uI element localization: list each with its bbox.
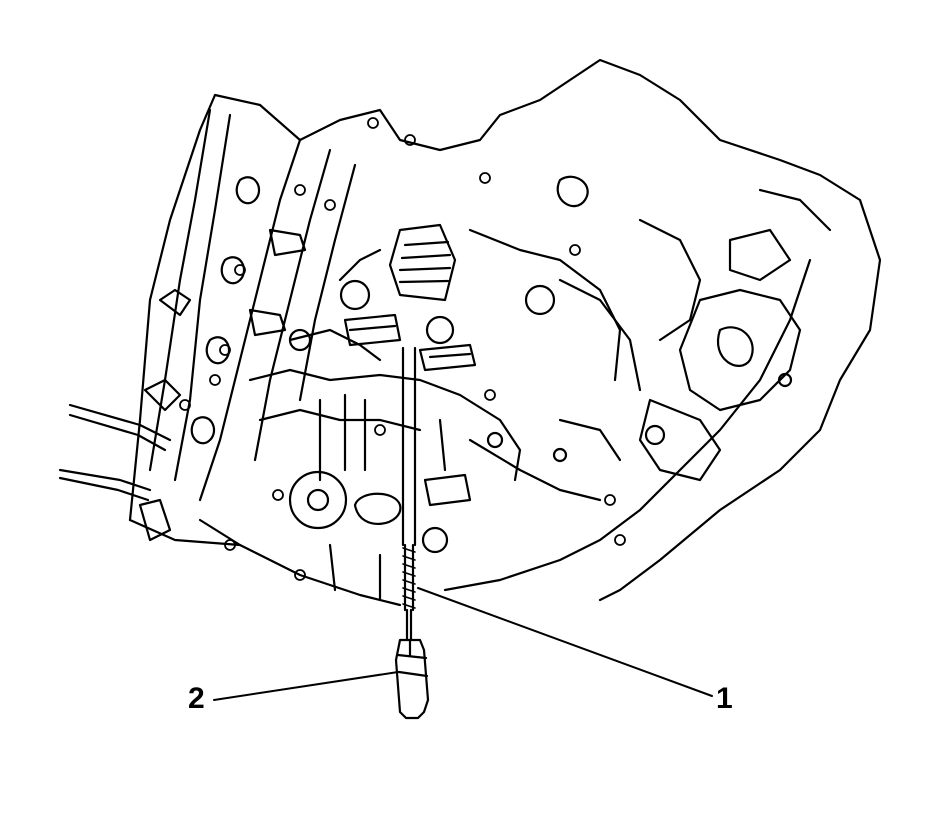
callout-leaders (213, 587, 713, 701)
leader-line-2 (213, 671, 399, 701)
component-1-threaded-rod (401, 346, 417, 642)
callout-label-1: 1 (716, 682, 733, 715)
cooler-lines (58, 403, 172, 542)
valve-body-left (143, 138, 357, 502)
callout-label-2: 2 (188, 682, 205, 715)
bolt-holes (179, 117, 626, 581)
lower-case-pan-area (198, 368, 602, 602)
transmission-case-outline (128, 58, 882, 607)
leader-line-1 (417, 587, 713, 697)
component-2-fitting (394, 638, 430, 720)
central-components (288, 223, 642, 392)
right-side-components (486, 175, 832, 482)
